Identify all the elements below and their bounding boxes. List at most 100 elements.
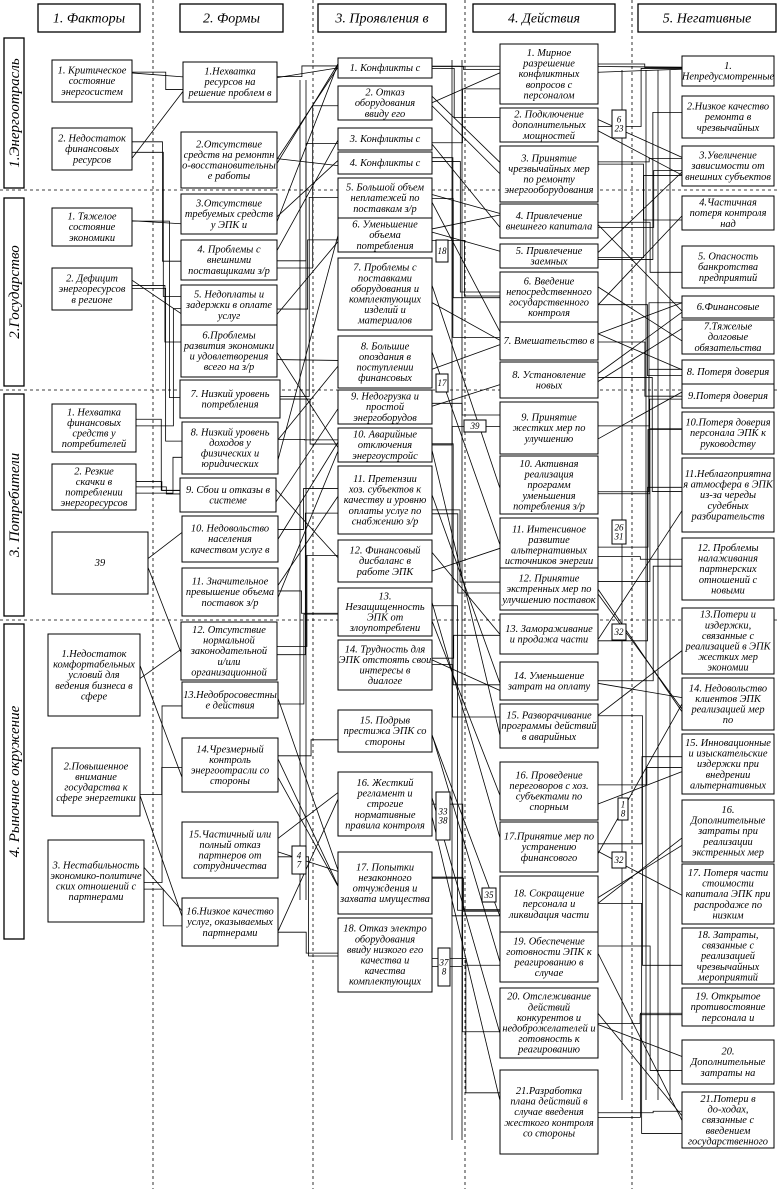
manifestation-box-text: 3. Конфликты с (349, 134, 421, 145)
connector-line (277, 851, 339, 872)
factor-box-frame (51, 59, 133, 103)
cross-reference-tag: 35 (481, 887, 497, 903)
connector-line (275, 408, 339, 503)
connector-line (276, 352, 339, 448)
manifestation-box-frame (337, 851, 433, 915)
connector-line (276, 63, 339, 222)
action-box-frame (499, 567, 599, 611)
connector-line (277, 798, 339, 932)
connector-line (144, 705, 182, 883)
connector-line (598, 170, 682, 228)
connector-line (431, 384, 501, 407)
connector-line (431, 494, 501, 684)
connector-line (432, 66, 500, 70)
section-label-frame (3, 37, 25, 189)
action-box-frame (499, 613, 599, 655)
connector-line (597, 68, 683, 73)
section-label-text: 4. Рыночное окружение (7, 705, 23, 857)
manifestation-box-frame (337, 127, 433, 151)
cross-reference-tag-frame (291, 845, 307, 875)
connector-line (278, 856, 338, 957)
manifestation-box-frame (337, 335, 433, 389)
connector-line (598, 158, 682, 163)
cross-reference-tag: 18 (435, 239, 449, 263)
connector-line (277, 792, 339, 839)
factor-box-frame (51, 267, 133, 311)
column-header-text: 3. Проявления в (334, 12, 428, 27)
action-box-frame (499, 361, 599, 399)
connector-line (598, 767, 682, 786)
connector-line (136, 418, 180, 491)
form-box-frame (181, 897, 279, 947)
connector-line (598, 486, 682, 642)
connector-line (598, 1012, 682, 1118)
connector-line (277, 496, 339, 586)
connector-line (432, 605, 500, 911)
connector-line (143, 867, 183, 912)
negative-box-frame (681, 411, 775, 455)
connector-line (598, 175, 682, 259)
action-box-frame (499, 661, 599, 701)
connector-line (431, 344, 501, 370)
negative-box-frame (681, 733, 775, 795)
action-box-frame (499, 271, 599, 323)
connector-line (597, 703, 683, 854)
manifestation-box-frame (337, 709, 433, 753)
form-box-frame (180, 239, 278, 281)
connector-line (597, 333, 683, 371)
connector-line (597, 119, 683, 158)
connector-line (431, 194, 501, 214)
connector-line (432, 88, 500, 144)
column-header-text: 4. Действия (508, 12, 580, 27)
column-header-frame (637, 3, 777, 33)
cross-reference-tag-frame (611, 623, 627, 641)
connector-line (597, 66, 683, 68)
connector-line (136, 481, 180, 491)
connector-line (597, 588, 683, 712)
connector-line (598, 304, 682, 377)
form-box-frame (181, 421, 279, 475)
manifestation-box: 3. Конфликты с3. Конфликты с населением (337, 127, 433, 151)
connector-line (277, 239, 338, 310)
connector-line (598, 398, 682, 495)
action-box-frame (499, 243, 599, 269)
connector-line (431, 734, 501, 917)
connector-line (280, 398, 338, 445)
cross-reference-tag-text: 39 (470, 421, 481, 431)
connector-line (139, 665, 183, 778)
form-box-frame (180, 621, 278, 681)
connector-line (432, 509, 500, 583)
cross-reference-tag-frame (435, 239, 449, 263)
action-box-frame (499, 107, 599, 143)
